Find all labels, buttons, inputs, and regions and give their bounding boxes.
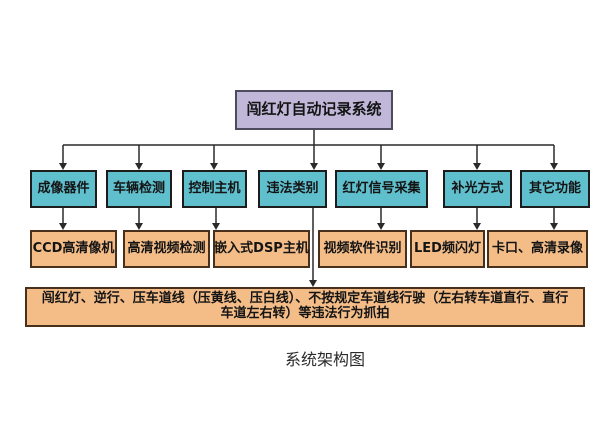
node-label: 其它功能 [528,180,581,196]
node-label: CCD高清像机 [32,240,115,256]
node-label: 视频软件识别 [323,240,402,256]
node-supplementary-light-mode: 补光方式 [443,170,512,208]
node-label: 闯红灯自动记录系统 [246,100,382,119]
node-vehicle-detection: 车辆检测 [106,170,172,208]
node-root-system: 闯红灯自动记录系统 [235,90,393,130]
node-hd-video-detection: 高清视频检测 [123,230,210,268]
node-checkpoint-hd-recording: 卡口、高清录像 [487,230,588,268]
node-control-host: 控制主机 [182,170,247,208]
node-imaging-device: 成像器件 [30,170,97,208]
node-label: LED频闪灯 [414,240,481,256]
node-video-software-recognition: 视频软件识别 [318,230,407,268]
violations-line-2: 车道左右转）等违法行为抓拍 [220,306,390,321]
node-ccd-hd-camera: CCD高清像机 [30,230,117,268]
node-label: 卡口、高清录像 [491,240,583,256]
node-label: 嵌入式DSP主机 [214,240,309,256]
node-embedded-dsp-host: 嵌入式DSP主机 [213,230,310,268]
node-label: 高清视频检测 [127,240,206,256]
node-label: 违法类别 [266,180,319,196]
node-label: 控制主机 [188,180,241,196]
violations-line-1: 闯红灯、逆行、压车道线（压黄线、压白线）、不按规定车道线行驶（左右转车道直行、直… [41,291,569,307]
node-violation-category: 违法类别 [258,170,327,208]
node-led-strobe-light: LED频闪灯 [410,230,485,268]
node-red-light-signal-collection: 红灯信号采集 [335,170,428,208]
diagram-caption: 系统架构图 [284,350,365,369]
node-label: 成像器件 [37,180,90,196]
node-violation-behaviors: 闯红灯、逆行、压车道线（压黄线、压白线）、不按规定车道线行驶（左右转车道直行、直… [25,287,585,327]
node-label: 车辆检测 [112,180,165,196]
node-other-functions: 其它功能 [520,170,590,208]
node-label: 红灯信号采集 [342,180,421,196]
node-label: 补光方式 [451,180,504,196]
